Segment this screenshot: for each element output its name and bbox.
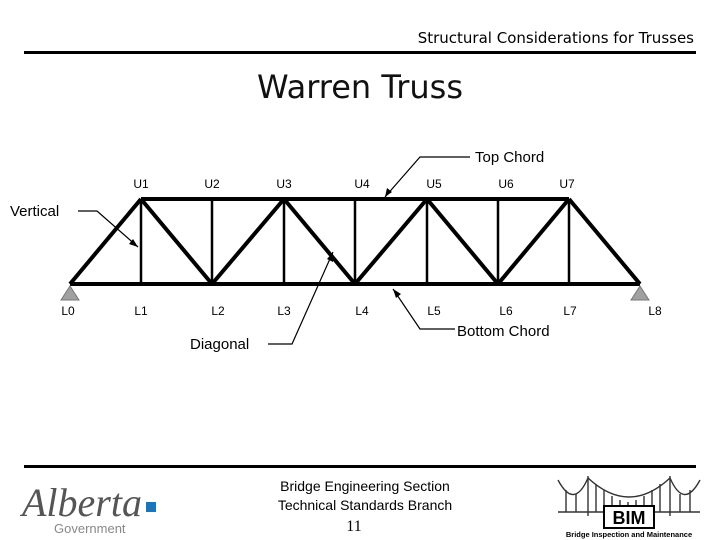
node-label-l5: L5 (427, 304, 441, 318)
node-label-u1: U1 (133, 177, 149, 191)
bim-subtitle: Bridge Inspection and Maintenance (566, 530, 692, 539)
node-label-u5: U5 (426, 177, 442, 191)
page-number: 11 (346, 518, 362, 535)
top-chord-label: Top Chord (475, 149, 544, 166)
alberta-government-label: Government (54, 521, 126, 536)
bim-box (603, 505, 655, 529)
node-label-u7: U7 (559, 177, 575, 191)
alberta-blue-square (146, 502, 156, 512)
bottom-chord-leader-line (392, 288, 455, 330)
header-divider (24, 51, 696, 54)
vertical-leader-line (78, 210, 139, 248)
footer-line-section: Bridge Engineering Section (280, 478, 450, 494)
bottom-chord-arrowhead (393, 289, 401, 298)
bottom-chord-label: Bottom Chord (457, 323, 550, 340)
end-post-right (567, 197, 642, 286)
node-label-l1: L1 (134, 304, 148, 318)
end-post-left (68, 197, 143, 286)
left-support-icon (60, 285, 80, 301)
bim-bridge-logo: BIM Bridge Inspection and Maintenance (557, 476, 701, 539)
footer-line-branch: Technical Standards Branch (277, 497, 453, 513)
vertical-arrowhead (129, 239, 138, 247)
node-label-l3: L3 (277, 304, 291, 318)
footer-divider (24, 465, 696, 468)
node-label-u3: U3 (276, 177, 292, 191)
node-label-l8: L8 (648, 304, 662, 318)
footer-organization: Bridge Engineering Section Technical Sta… (245, 477, 485, 515)
diagonal-members (139, 197, 571, 286)
vertical-label: Vertical (10, 203, 59, 220)
alberta-wordmark: Alberta (20, 480, 142, 525)
top-chord-arrowhead (385, 188, 392, 197)
node-label-u4: U4 (354, 177, 370, 191)
diagonal-label: Diagonal (190, 336, 249, 353)
node-label-u2: U2 (204, 177, 220, 191)
section-header-title: Structural Considerations for Trusses (417, 29, 694, 47)
diagonal-leader-line (268, 251, 334, 345)
node-label-l6: L6 (499, 304, 513, 318)
right-support-icon (630, 285, 650, 301)
node-label-u6: U6 (498, 177, 514, 191)
slide-title: Warren Truss (256, 68, 463, 106)
node-label-l0: L0 (61, 304, 75, 318)
diagonal-arrowhead (327, 252, 333, 262)
node-label-l2: L2 (211, 304, 225, 318)
top-chord-leader-line (384, 156, 470, 198)
vertical-members (139, 199, 571, 284)
node-label-l7: L7 (563, 304, 577, 318)
alberta-government-logo: Alberta Government (20, 480, 156, 536)
bim-wordmark: BIM (613, 508, 646, 528)
node-label-l4: L4 (355, 304, 369, 318)
